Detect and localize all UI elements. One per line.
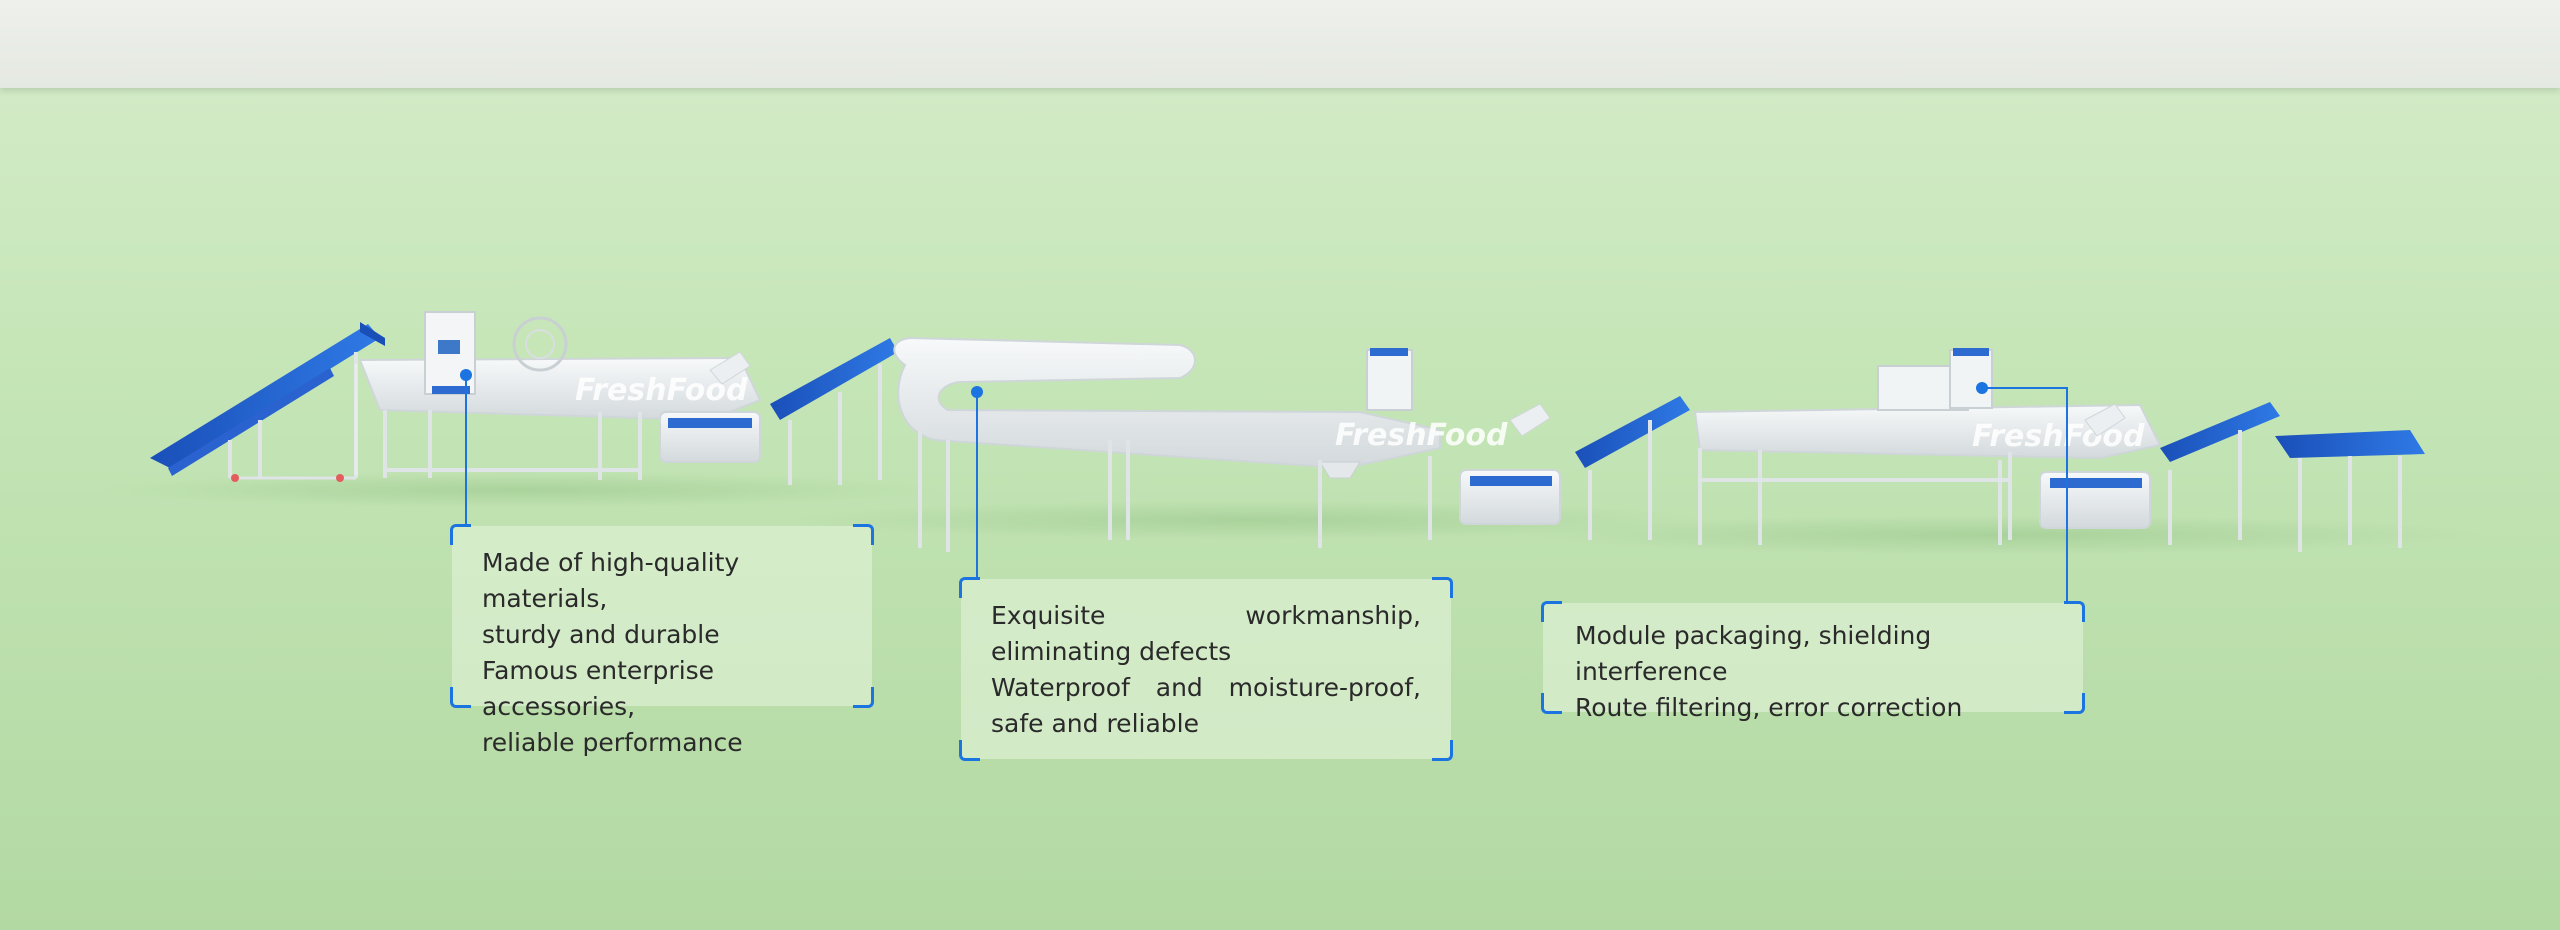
corner-bracket <box>1541 693 1562 714</box>
blower-unit-2 <box>1428 396 1690 540</box>
feature-callout-materials: Made of high-quality materials, sturdy a… <box>450 524 874 757</box>
corner-bracket <box>959 740 980 761</box>
freshfood-watermark: FreshFood <box>1335 418 1508 453</box>
corner-bracket <box>959 577 980 598</box>
callout-line: Famous enterprise accessories, <box>482 656 715 721</box>
callout-line: Module packaging, shielding interference <box>1575 621 1932 686</box>
corner-bracket <box>450 524 471 545</box>
corner-bracket <box>450 687 471 708</box>
freshfood-watermark: FreshFood <box>1972 419 2145 454</box>
washing-machine-1: FreshFood <box>358 311 762 480</box>
feature-callout-module: Module packaging, shielding interference… <box>1541 601 2085 722</box>
callout-line: sturdy and durable <box>482 620 720 649</box>
callout-line: Exquisite workmanship, eliminating defec… <box>991 601 1421 666</box>
corner-bracket <box>853 687 874 708</box>
callout-line: Route filtering, error correction <box>1575 693 1963 722</box>
feature-callout-workmanship: Exquisite workmanship, eliminating defec… <box>959 577 1453 761</box>
incline-conveyor-1 <box>150 322 385 482</box>
washing-machine-3: FreshFood <box>1693 348 2162 545</box>
corner-bracket <box>2064 693 2085 714</box>
callout-anchor-dots <box>460 369 1988 398</box>
callout-line: Waterproof and moisture-proof, safe and … <box>991 673 1421 738</box>
flume-conveyor: FreshFood <box>893 336 1508 552</box>
corner-bracket <box>1432 740 1453 761</box>
blower-unit-1 <box>659 338 898 485</box>
corner-bracket <box>1541 601 1562 622</box>
corner-bracket <box>2064 601 2085 622</box>
callout-connectors <box>465 375 2068 603</box>
callout-line: Made of high-quality materials, <box>482 548 740 613</box>
corner-bracket <box>1432 577 1453 598</box>
corner-bracket <box>853 524 874 545</box>
top-band <box>0 0 2560 88</box>
callout-line: reliable performance <box>482 728 743 757</box>
